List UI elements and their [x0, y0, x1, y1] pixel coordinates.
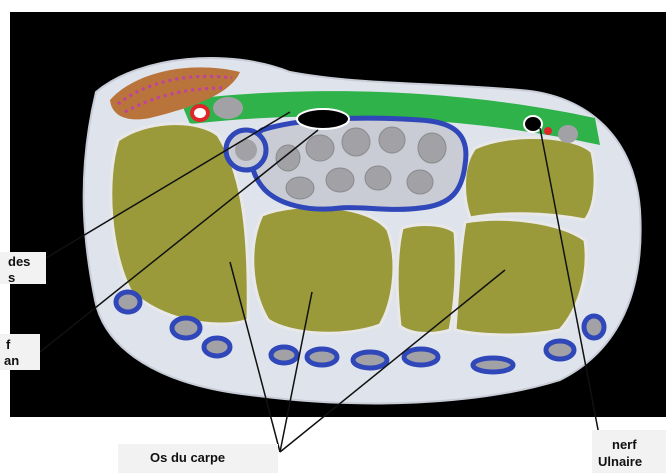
extensor-tendon	[473, 358, 513, 372]
extensor-tendon	[116, 292, 140, 312]
ulnar-nerve	[524, 116, 542, 132]
label-left-top-line2: s	[8, 270, 15, 285]
ulnar-artery	[544, 127, 552, 135]
carpal-bone-right-upper	[465, 137, 596, 220]
extensor-tendon	[271, 347, 297, 363]
carpal-bone-center	[253, 207, 394, 334]
label-os-du-carpe: Os du carpe	[150, 450, 225, 465]
tendon	[418, 133, 446, 163]
extensor-tendon	[353, 352, 387, 368]
extensor-tendon	[546, 341, 574, 359]
label-left-top-line1: des	[8, 254, 30, 269]
tendon	[326, 168, 354, 192]
extensor-tendon	[307, 349, 337, 365]
tendon	[558, 125, 578, 143]
label-left-bottom-line1: f	[6, 337, 10, 352]
extensor-tendon	[404, 349, 438, 365]
extensor-tendon	[204, 338, 230, 356]
tendon	[365, 166, 391, 190]
radial-artery	[192, 106, 208, 120]
label-nerf-line1: nerf	[612, 437, 637, 452]
carpal-bone-right-lower	[455, 219, 586, 335]
tendon	[286, 177, 314, 199]
tendon	[379, 127, 405, 153]
extensor-tendon	[172, 318, 200, 338]
tendon	[407, 170, 433, 194]
tendon	[213, 97, 243, 119]
median-nerve	[297, 109, 349, 129]
extensor-tendon	[584, 316, 604, 338]
label-nerf-line2: Ulnaire	[598, 454, 642, 469]
tendon	[342, 128, 370, 156]
tendon	[306, 135, 334, 161]
label-left-bottom-line2: an	[4, 353, 19, 368]
tendon	[276, 145, 300, 171]
